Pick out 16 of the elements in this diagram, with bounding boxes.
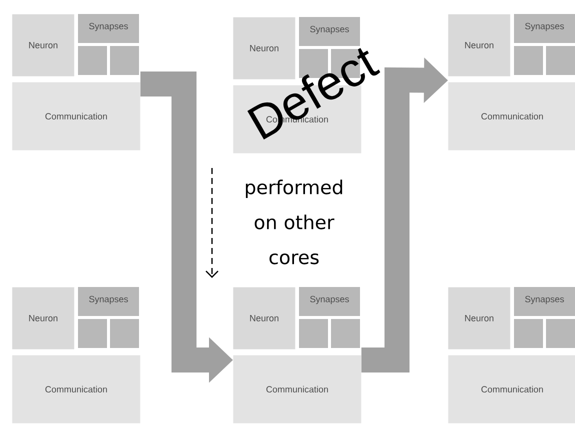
synapse-grid: Synapses bbox=[514, 287, 575, 348]
synapse-grid: Synapses bbox=[78, 287, 139, 348]
communication-box: Communication bbox=[233, 355, 362, 424]
communication-box: Communication bbox=[12, 82, 140, 150]
neuron-box: Neuron bbox=[448, 14, 510, 76]
neuron-box: Neuron bbox=[12, 287, 74, 350]
synapse-grid: Synapses bbox=[299, 287, 360, 348]
communication-box: Communication bbox=[448, 355, 575, 424]
communication-box: Communication bbox=[12, 355, 140, 424]
synapse-grid: Synapses bbox=[514, 14, 575, 75]
note-text: performed on other cores bbox=[246, 180, 342, 264]
neuron-box: Neuron bbox=[448, 287, 510, 350]
neuron-box: Neuron bbox=[233, 287, 296, 350]
neuron-box: Neuron bbox=[12, 14, 74, 76]
synapse-grid: Synapses bbox=[78, 14, 139, 75]
communication-box: Communication bbox=[448, 82, 575, 150]
